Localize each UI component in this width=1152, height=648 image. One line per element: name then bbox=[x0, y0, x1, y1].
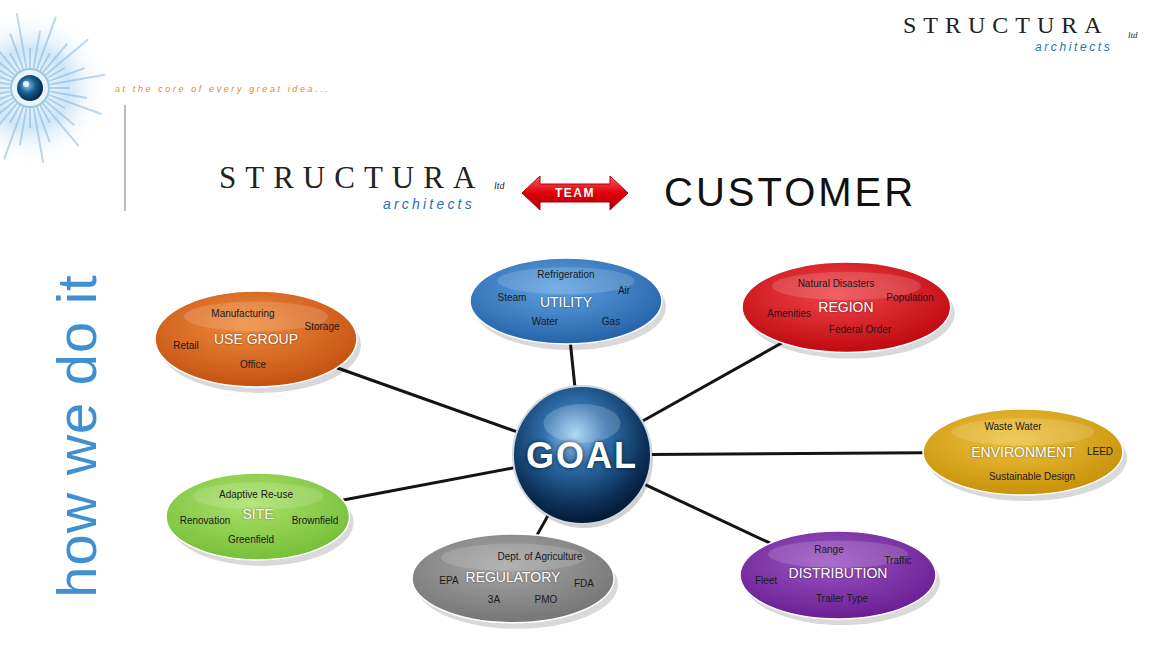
eye-highlight bbox=[23, 81, 29, 87]
spoke-line bbox=[641, 343, 782, 422]
spoke-line bbox=[644, 484, 771, 543]
spoke-line bbox=[337, 368, 518, 432]
eye-ray bbox=[40, 53, 50, 70]
spoke-line bbox=[343, 468, 515, 500]
eye-rays bbox=[0, 13, 105, 163]
eye-ray bbox=[0, 95, 11, 108]
spoke-line bbox=[650, 453, 923, 455]
eye-ray bbox=[50, 87, 70, 89]
eye-ray bbox=[0, 87, 10, 89]
node-item: Water bbox=[532, 316, 558, 328]
node-item: Renovation bbox=[180, 515, 231, 527]
node-item: Federal Order bbox=[829, 324, 891, 336]
node-item: Trailer Type bbox=[816, 593, 868, 605]
node-item: Waste Water bbox=[984, 421, 1041, 433]
ellipse bbox=[923, 409, 1123, 495]
node-item: 3A bbox=[488, 594, 500, 606]
node-heading: REGULATORY bbox=[466, 569, 561, 585]
logo-ltd: ltd bbox=[1128, 30, 1138, 40]
eye-ray bbox=[0, 91, 10, 101]
eye-glow bbox=[0, 10, 108, 166]
node-item: PMO bbox=[535, 594, 558, 606]
node-item: Traffic bbox=[884, 555, 911, 567]
customer-label: CUSTOMER bbox=[664, 170, 916, 215]
eye-white bbox=[11, 69, 49, 107]
node-item: LEED bbox=[1087, 446, 1113, 458]
node-heading: GOAL bbox=[526, 435, 638, 476]
node-item: Manufacturing bbox=[211, 308, 274, 320]
eye-ray bbox=[33, 108, 43, 163]
topic-ellipse: REGION Natural DisastersPopulationFederal… bbox=[740, 260, 953, 355]
tagline: at the core of every great idea... bbox=[115, 84, 330, 94]
divider-line bbox=[125, 105, 126, 211]
node-item: EPA bbox=[439, 575, 458, 587]
highlight bbox=[952, 418, 1095, 445]
team-arrow bbox=[522, 176, 628, 210]
ellipse bbox=[155, 291, 357, 387]
goal-circle: GOAL bbox=[512, 385, 652, 525]
node-item: Retail bbox=[173, 340, 199, 352]
node-heading: UTILITY bbox=[540, 294, 592, 310]
eye-ray bbox=[50, 75, 105, 85]
node-item: Range bbox=[814, 544, 843, 556]
node-item: Population bbox=[886, 292, 933, 304]
node-item: Air bbox=[618, 285, 630, 297]
node-heading: SITE bbox=[242, 506, 273, 522]
ellipse bbox=[740, 531, 936, 619]
highlight bbox=[497, 267, 634, 294]
node-item: Greenfield bbox=[228, 534, 274, 546]
eye-ray bbox=[17, 13, 27, 68]
node-item: Fleet bbox=[755, 575, 777, 587]
topic-ellipse: UTILITY RefrigerationAirGas Water Steam bbox=[468, 256, 664, 346]
spoke-line bbox=[537, 514, 549, 535]
node-item: Dept. of Agriculture bbox=[497, 551, 582, 563]
node-heading: ENVIRONMENT bbox=[971, 444, 1074, 460]
node-item: Steam bbox=[498, 292, 527, 304]
team-wordmark: STRUCTURA bbox=[219, 160, 484, 196]
logo-subtitle: architects bbox=[1035, 40, 1112, 54]
ellipse bbox=[412, 534, 614, 623]
eye-ray bbox=[47, 98, 64, 108]
node-item: Brownfield bbox=[292, 515, 339, 527]
node-item: Sustainable Design bbox=[989, 471, 1075, 483]
eye-ray bbox=[0, 98, 13, 108]
node-item: Natural Disasters bbox=[798, 278, 875, 290]
eye-ray bbox=[0, 30, 17, 73]
team-ltd: ltd bbox=[494, 180, 505, 191]
logo-wordmark: STRUCTURA bbox=[903, 12, 1109, 39]
ellipse bbox=[742, 262, 951, 353]
node-item: Storage bbox=[304, 321, 339, 333]
node-item: Gas bbox=[602, 316, 620, 328]
highlight bbox=[441, 543, 585, 571]
topic-ellipse: SITE Adaptive Re-useRenovation BrownfieldG… bbox=[164, 471, 352, 562]
eye-ray bbox=[0, 101, 15, 137]
highlight bbox=[192, 482, 323, 509]
node-item: FDA bbox=[574, 578, 594, 590]
topic-ellipse: USE GROUP ManufacturingStorageOffice Retai… bbox=[153, 289, 359, 389]
spoke-line bbox=[570, 344, 575, 387]
topic-ellipse: ENVIRONMENT Waste WaterLEED Sustainable De… bbox=[921, 407, 1125, 497]
node-item: Refrigeration bbox=[537, 269, 594, 281]
eye-ray bbox=[29, 48, 31, 68]
node-item: Amenities bbox=[767, 308, 811, 320]
topic-ellipse: REGULATORY Dept. of AgricultureFDA PMO 3A EP… bbox=[410, 532, 616, 625]
topic-ellipse: DISTRIBUTION RangeTrafficTrailer Type Flee… bbox=[738, 529, 938, 621]
eye-ray bbox=[10, 105, 20, 122]
eye-ray bbox=[29, 108, 31, 128]
node-item: Adaptive Re-use bbox=[219, 489, 293, 501]
eye-ray bbox=[0, 103, 17, 132]
team-subtitle: architects bbox=[383, 196, 475, 212]
sphere bbox=[513, 386, 651, 524]
node-item: Office bbox=[240, 359, 266, 371]
ellipse bbox=[166, 473, 350, 560]
vertical-title: how we do it bbox=[44, 274, 109, 597]
arrow-label: TEAM bbox=[555, 186, 595, 200]
eye-pupil bbox=[17, 75, 43, 101]
node-heading: DISTRIBUTION bbox=[789, 565, 888, 581]
node-heading: USE GROUP bbox=[214, 331, 298, 347]
node-heading: REGION bbox=[818, 299, 873, 315]
ellipse bbox=[470, 258, 662, 344]
